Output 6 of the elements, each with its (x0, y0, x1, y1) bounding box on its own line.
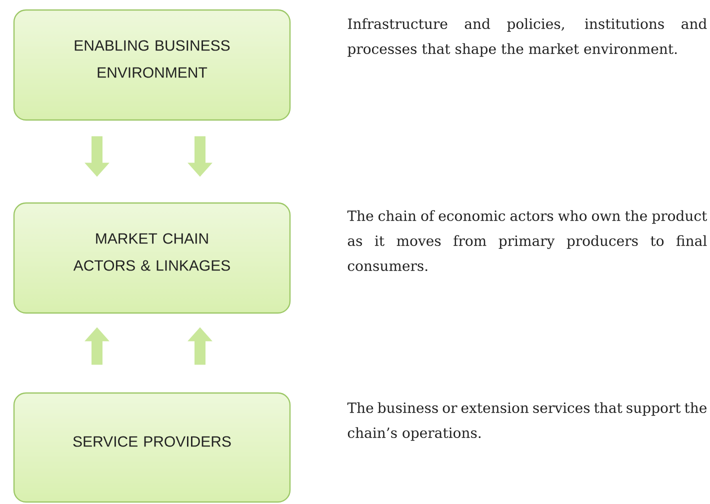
process-box: SERVICE PROVIDERS (13, 392, 291, 503)
process-box: MARKET CHAIN ACTORS & LINKAGES (13, 202, 291, 314)
description-text: The business or extension services that support the chain’s operations. (347, 402, 706, 441)
description-text: Infrastructure and policies, institutions and processes that shape the market environment. (348, 18, 707, 57)
description-text: The chain of economic actors who own the product as it moves from primary producers to final consumers. (347, 210, 708, 272)
process-box: ENABLING BUSINESS ENVIRONMENT (13, 9, 291, 121)
